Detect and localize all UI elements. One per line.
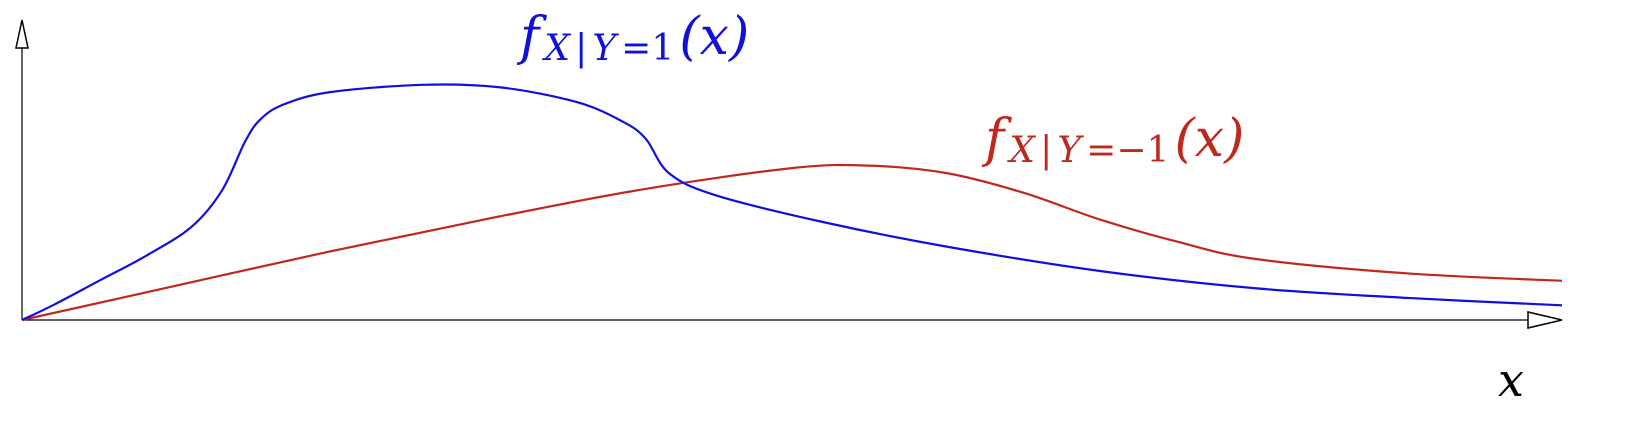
x-axis-arrowhead <box>1527 311 1563 329</box>
y-axis-arrowhead <box>15 19 29 49</box>
axes <box>15 19 1563 329</box>
series-line-blue <box>21 83 1563 321</box>
series-label-blue: f X | Y =1 (x) <box>516 7 749 69</box>
series-layer <box>21 83 1563 322</box>
x-axis-label: x <box>1498 353 1524 407</box>
series-line-red <box>21 163 1563 322</box>
series-label-red: f X | Y =−1 (x) <box>981 109 1244 171</box>
